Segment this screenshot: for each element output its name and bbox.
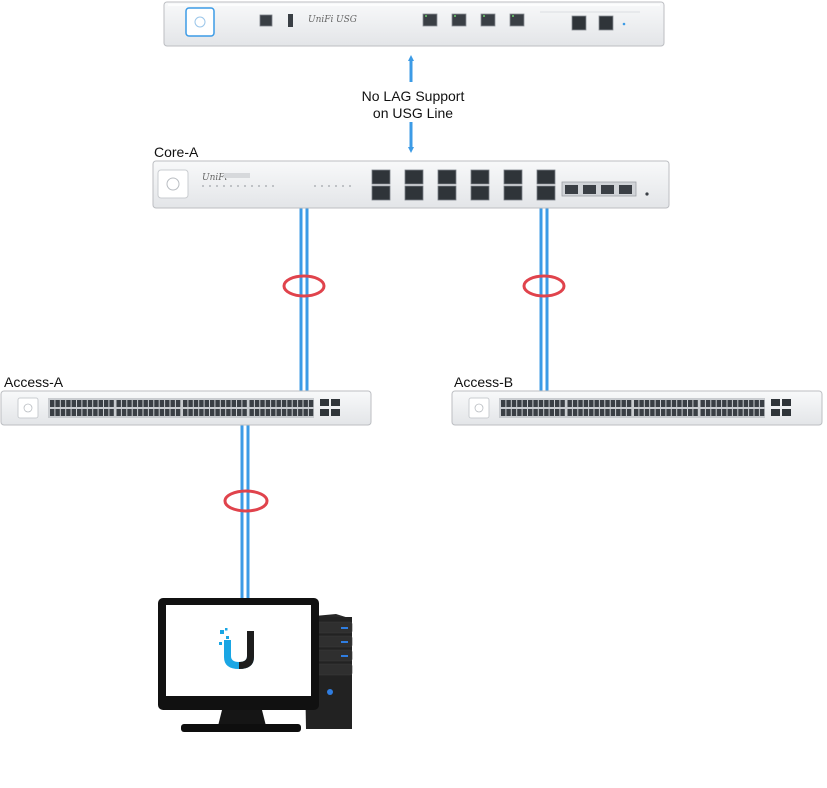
- core-a-label: Core-A: [154, 144, 199, 160]
- core-a-brand: UniFi: [202, 173, 228, 183]
- core-a-sfp-ports: [371, 169, 556, 201]
- lag-ring-access-a-workstation: [223, 489, 269, 513]
- usg-device[interactable]: UniFi USG: [163, 1, 665, 47]
- lag-ring-core-access-a: [282, 274, 326, 298]
- usg-console-port: [259, 14, 273, 27]
- core-a-ethernet-ports: [561, 181, 637, 197]
- unifi-logo-icon: [185, 7, 215, 37]
- lag-ring-core-access-b: [522, 274, 566, 298]
- usg-sfp-ports: [571, 15, 614, 31]
- lag-rings: [223, 274, 566, 513]
- annotation-line2: on USG Line: [373, 105, 453, 121]
- core-a-status-leds: [202, 185, 351, 187]
- access-a-switch[interactable]: [0, 390, 372, 426]
- lag-link-access-a-to-workstation: [240, 425, 250, 600]
- no-lag-annotation: No LAG Support on USG Line: [362, 88, 465, 121]
- usg-ethernet-ports: [422, 13, 525, 27]
- links: [240, 55, 549, 600]
- access-b-ethernet-ports: [499, 398, 765, 418]
- access-b-switch[interactable]: [451, 390, 823, 426]
- usg-usb-port: [288, 14, 293, 27]
- unifi-logo-icon: [468, 397, 490, 419]
- workstation-icon[interactable]: [158, 598, 353, 732]
- usg-model: USG: [336, 15, 357, 25]
- access-a-ethernet-ports: [48, 398, 314, 418]
- unifi-logo-icon: [157, 169, 189, 199]
- core-a-switch[interactable]: UniFi: [152, 160, 670, 209]
- monitor-icon: [158, 598, 319, 732]
- lag-link-core-to-access-b: [539, 204, 549, 392]
- access-a-sfp-ports: [320, 399, 340, 416]
- access-b-sfp-ports: [771, 399, 791, 416]
- unifi-logo-icon: [219, 628, 254, 669]
- lag-link-core-to-access-a: [299, 208, 309, 392]
- unifi-logo-icon: [17, 397, 39, 419]
- usg-brand: UniFi: [308, 15, 334, 25]
- access-b-label: Access-B: [454, 374, 513, 390]
- annotation-line1: No LAG Support: [362, 88, 465, 104]
- access-a-label: Access-A: [4, 374, 64, 390]
